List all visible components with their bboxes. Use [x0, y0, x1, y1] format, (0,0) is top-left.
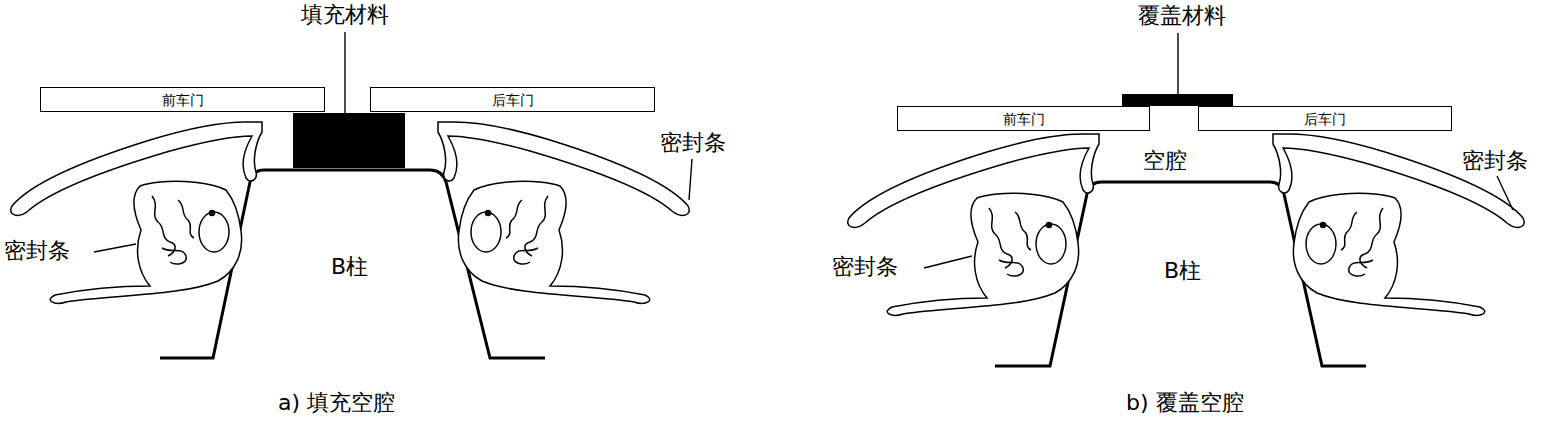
leader-line — [94, 244, 136, 252]
leader-line — [924, 256, 972, 268]
door-label: 前车门 — [162, 93, 204, 107]
material-label: 覆盖材料 — [1138, 3, 1226, 28]
seal-label: 密封条 — [1462, 148, 1528, 173]
door-box: 前车门 — [40, 87, 325, 112]
door-box: 前车门 — [897, 106, 1150, 131]
door-label: 前车门 — [1003, 112, 1045, 126]
leader-line — [1497, 176, 1513, 210]
sub-caption: a) 填充空腔 — [278, 390, 395, 415]
seal-label: 密封条 — [832, 254, 898, 279]
cover-material — [1122, 94, 1233, 106]
leader-line — [344, 32, 345, 113]
door-box: 后车门 — [370, 87, 655, 112]
panel-b — [848, 33, 1524, 366]
leader-line — [1177, 33, 1178, 94]
door-label: 后车门 — [1304, 112, 1346, 126]
material-label: 填充材料 — [301, 2, 389, 27]
door-label: 后车门 — [492, 93, 534, 107]
leader-line — [689, 159, 692, 200]
fill-material — [293, 113, 405, 168]
sub-caption: b) 覆盖空腔 — [1126, 390, 1244, 415]
seal-label: 密封条 — [660, 130, 726, 155]
panel-a — [11, 32, 692, 358]
part-label: 空腔 — [1143, 148, 1187, 173]
door-box: 后车门 — [1198, 106, 1452, 131]
part-label: B柱 — [1164, 258, 1201, 283]
part-label: B柱 — [331, 254, 368, 279]
seal-label: 密封条 — [4, 238, 70, 263]
